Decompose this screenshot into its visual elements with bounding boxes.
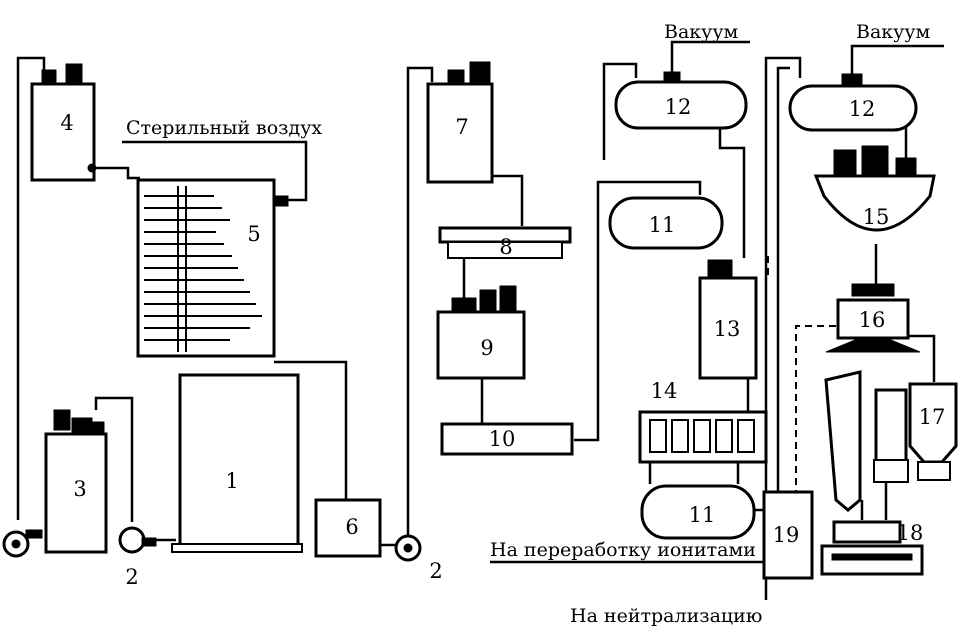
equipment-column-5: 5 xyxy=(136,178,289,358)
equipment-tank-7: 7 xyxy=(426,61,494,184)
equipment-vessel-12-left: 12 xyxy=(614,71,748,130)
label-12-right: 12 xyxy=(849,97,876,121)
label-8: 8 xyxy=(499,235,512,259)
equipment-dryer-17: 17 xyxy=(908,382,958,481)
label-14: 14 xyxy=(651,379,678,403)
label-2-left: 2 xyxy=(125,565,138,589)
equipment-packer-18: 18 xyxy=(820,520,924,576)
equipment-cyclone xyxy=(824,370,909,512)
label-15: 15 xyxy=(863,205,890,229)
label-to-neutralization: На нейтрализацию xyxy=(570,605,762,627)
equipment-crystallizer-15: 15 xyxy=(813,145,936,232)
label-sterile-air: Стерильный воздух xyxy=(126,117,322,139)
label-11-upper: 11 xyxy=(649,213,676,237)
equipment-evaporator-13: 13 xyxy=(698,259,758,380)
equipment-centrifuge-16: 16 xyxy=(825,283,921,353)
label-18: 18 xyxy=(897,521,924,545)
column-5-plates xyxy=(144,186,262,352)
equipment-tank-3: 3 xyxy=(44,409,108,554)
label-6: 6 xyxy=(345,515,358,539)
label-3: 3 xyxy=(73,477,86,501)
label-vacuum-1: Вакуум xyxy=(664,21,739,43)
label-vacuum-2: Вакуум xyxy=(856,21,931,43)
equipment-tank-6: 6 xyxy=(314,498,382,558)
equipment-vessel-12-right: 12 xyxy=(788,73,918,132)
equipment-tank-9: 9 xyxy=(436,285,526,380)
equipment-vessel-11-upper: 11 xyxy=(608,196,724,250)
label-4: 4 xyxy=(60,111,73,135)
equipment-tank-4: 4 xyxy=(30,63,97,182)
label-11-lower: 11 xyxy=(689,503,716,527)
label-13: 13 xyxy=(714,317,741,341)
equipment-exchanger-14: 14 xyxy=(638,379,768,464)
label-5: 5 xyxy=(247,222,260,246)
equipment-collector-19: 19 xyxy=(762,490,814,580)
equipment-fermenter-1: 1 xyxy=(171,373,303,553)
equipment-vessel-11-lower: 11 xyxy=(640,484,756,540)
label-1: 1 xyxy=(225,469,238,493)
label-16: 16 xyxy=(859,308,886,332)
equipment-pump-2-right: 2 xyxy=(394,534,443,583)
label-9: 9 xyxy=(480,336,493,360)
label-7: 7 xyxy=(455,115,468,139)
pipelines xyxy=(16,40,944,600)
label-to-processing: На переработку ионитами xyxy=(490,539,756,561)
equipment-pump-2-middle: 2 xyxy=(118,526,157,589)
equipment-pump-2-left xyxy=(2,529,43,558)
label-2-right: 2 xyxy=(429,559,442,583)
label-12-left: 12 xyxy=(665,95,692,119)
label-19: 19 xyxy=(773,523,800,547)
equipment-filter-10: 10 xyxy=(440,422,574,456)
equipment-filter-8: 8 xyxy=(438,226,572,259)
label-17: 17 xyxy=(919,405,946,429)
label-10: 10 xyxy=(489,427,516,451)
exchanger-14-tubes xyxy=(649,419,755,453)
